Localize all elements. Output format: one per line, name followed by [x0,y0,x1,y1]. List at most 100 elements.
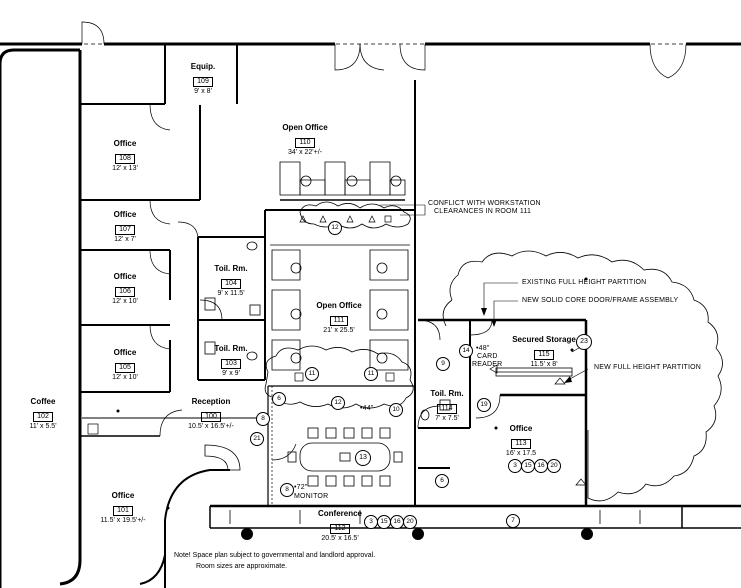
room-label-101: Office 101 11.5' x 19.5'+/- [90,491,156,525]
room-name: Coffee [30,397,56,406]
dot-markers [116,277,588,510]
room-size: 21' x 25.5' [323,327,355,335]
outlet-height: •44" [360,405,374,412]
column-markers [241,528,593,540]
room-size: 10.5' x 16.5'+/- [188,423,234,431]
equipment-symbols [87,215,587,486]
room-size: 11.5' x 19.5'+/- [100,517,146,525]
room-name: Office [113,272,137,281]
card-reader-line2: READER [472,361,503,368]
room-name: Reception [191,397,231,406]
note-line2: Room sizes are approximate. [196,563,288,570]
keynote-bubble: 21 [250,432,264,446]
monitor-label: MONITOR [294,493,329,500]
reception-desk [204,444,241,471]
room-label-115: Secured Storage 115 11.5' x 8' [506,335,582,369]
room-name: Toil. Rm. [214,264,248,273]
keynote-bubble: 15 [521,459,535,473]
room-name: Office [113,348,137,357]
revision-cloud-conflict [299,201,411,229]
room-size: 9' x 8' [194,88,212,96]
room-number: 110 [295,138,315,149]
room-label-112: Conference 112 20.5' x 16.5' [305,509,375,543]
room-number: 112 [330,524,350,535]
new-door-annotation: NEW SOLID CORE DOOR/FRAME ASSEMBLY [522,297,679,304]
room-name: Office [509,424,533,433]
storage-shelving [495,367,573,377]
keynote-bubble: 12 [331,396,345,410]
room-size: 9' x 11.5' [217,290,245,298]
revision-cloud-workstations [264,345,414,409]
keynote-bubble: 7 [506,514,520,528]
room-size: 34' x 22'+/- [288,149,322,157]
room-label-114: Toil. Rm. 114 7' x 7.5' [422,389,472,423]
room-size: 11' x 5.5' [29,423,57,431]
monitor-height-value: 72" [296,484,308,491]
room-number: 113 [511,439,531,450]
keynote-bubble: 23 [576,334,592,350]
room-label-113: Office 113 16' x 17.5 [496,424,546,458]
monitor-height: •72" [294,484,308,491]
room-name: Secured Storage [512,335,576,344]
workstations-110 [279,161,406,201]
existing-partition-annotation: EXISTING FULL HEIGHT PARTITION [522,279,647,286]
room-number: 114 [437,404,457,415]
room-number: 104 [221,279,241,290]
room-size: 12' x 10' [112,298,138,306]
workstations-111 [270,244,410,371]
room-name: Equip. [190,62,216,71]
room-label-109: Equip. 109 9' x 8' [183,62,223,96]
room-label-103: Toil. Rm. 103 9' x 9' [206,344,256,378]
note-line1: Note! Space plan subject to governmental… [174,552,376,559]
room-size: 20.5' x 16.5' [321,535,359,543]
room-label-106: Office 106 12' x 10' [100,272,150,306]
room-label-111: Open Office 111 21' x 25.5' [306,301,372,335]
conflict-annotation-line2: CLEARANCES IN ROOM 111 [434,208,532,215]
room-number: 105 [115,363,135,374]
room-size: 16' x 17.5 [505,450,537,458]
revision-cloud-right [442,250,723,502]
card-reader-height-value: 48" [478,345,490,352]
exterior-walls [0,42,741,588]
room-number: 106 [115,287,135,298]
keynote-bubble: 20 [403,515,417,529]
card-reader-line1: CARD [477,353,498,360]
room-name: Conference [317,509,362,518]
room-size: 12' x 10' [112,374,138,382]
room-number: 102 [33,412,53,423]
room-number: 109 [193,77,213,88]
room-name: Office [113,139,137,148]
keynote-bubble: 3 [364,515,378,529]
room-number: 115 [534,350,554,361]
keynote-bubble: 10 [389,403,403,417]
interior-walls [80,44,588,506]
keynote-bubble: 6 [435,474,449,488]
outlet-height-value: 44" [362,405,374,412]
leader-arrows [481,308,572,383]
keynote-bubble: 6 [272,392,286,406]
room-label-100: Reception 100 10.5' x 16.5'+/- [178,397,244,431]
keynote-bubble: 15 [377,515,391,529]
new-partition-annotation: NEW FULL HEIGHT PARTITION [594,364,702,371]
keynote-bubble: 11 [305,367,319,381]
room-name: Toil. Rm. [430,389,464,398]
room-number: 103 [221,359,241,370]
keynote-bubble: 14 [459,344,473,358]
room-size: 11.5' x 8' [530,361,558,369]
door-swings [81,21,687,461]
room-size: 9' x 9' [222,370,240,378]
keynote-bubble: 16 [534,459,548,473]
room-size: 12' x 7' [114,236,136,244]
room-label-108: Office 108 12' x 13' [100,139,150,173]
keynote-bubble: 8 [256,412,270,426]
room-label-107: Office 107 12' x 7' [100,210,150,244]
room-label-110: Open Office 110 34' x 22'+/- [270,123,340,157]
conflict-annotation-line1: CONFLICT WITH WORKSTATION [428,200,541,207]
keynote-bubble: 20 [547,459,561,473]
card-reader-height: •48" [476,345,490,352]
room-name: Office [111,491,135,500]
keynote-bubble: 13 [355,450,371,466]
room-name: Toil. Rm. [214,344,248,353]
room-name: Open Office [316,301,362,310]
